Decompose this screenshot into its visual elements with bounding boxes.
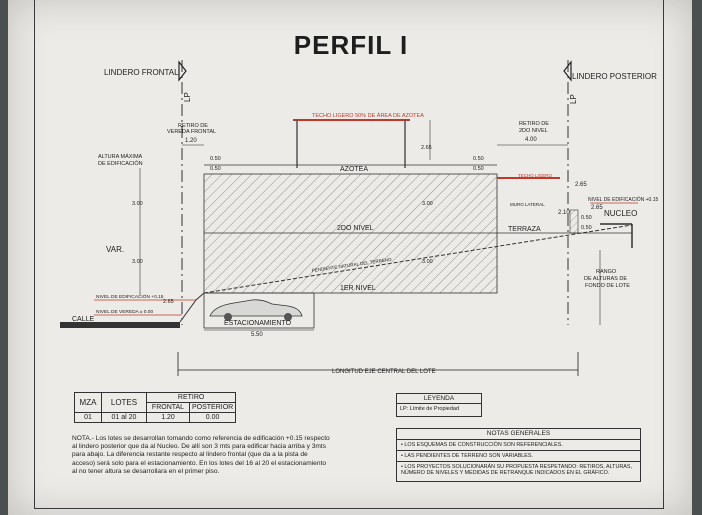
terraza-label: TERRAZA [508,226,541,233]
longitud-label: LONGITUD EJE CENTRAL DEL LOTE [332,369,436,375]
dim-050-a: 0.50 [210,156,221,162]
primer-nivel-label: 1ER NIVEL [340,285,376,292]
muro-lateral-label: MURO LATERAL [510,202,545,207]
rango-label-2: DE ALTURAS DE [584,276,627,282]
dim-050-e: 0.50 [581,215,592,221]
dim-265-b: 2.65 [575,182,587,188]
drawing-frame [34,0,664,509]
nivel-edif-right-label: NIVEL DE EDIFICACIÓN +0.15 [588,196,658,203]
building-body [203,173,498,294]
lp-rear-label: LP [569,94,578,104]
car-wheel-icon [224,313,232,321]
notas-generales-box: NOTAS GENERALES • LOS ESQUEMAS DE CONSTR… [396,428,641,482]
retiro-vereda-label-2: VEREDA FRONTAL [167,129,216,135]
techo-ligero-label: TECHO LIGERO 50% DE ÁREA DE AZOTEA [312,112,424,119]
street-slab [60,322,180,328]
dim-050-c: 0.50 [473,156,484,162]
dim-300-left-b: 3.00 [132,259,143,265]
notas-generales-title: NOTAS GENERALES [486,430,551,437]
dim-300-left-a: 3.00 [132,201,143,207]
nota-text: NOTA.- Los lotes se desarrollan tomando … [72,435,330,475]
leyenda-box: LEYENDA LP: Límite de Propiedad [396,393,482,417]
table-cell-posterior: 0.00 [188,412,237,423]
table-header-mza: MZA [74,392,102,413]
leyenda-title: LEYENDA [397,394,481,404]
table-header-retiro: RETIRO [145,392,237,403]
retiro-table: MZA LOTES RETIRO FRONTAL POSTERIOR 01 01… [74,392,237,423]
retiro-vereda-value: 1.20 [185,138,197,144]
lindero-frontal-arrow-icon [178,60,187,82]
rango-label-3: FONDO DE LOTE [585,283,630,289]
lindero-posterior-arrow-icon [563,60,572,82]
table-subheader-frontal: FRONTAL [146,402,190,413]
calle-label: CALLE [72,316,95,323]
table-subheader-posterior: POSTERIOR [188,402,237,413]
azotea-label: AZOTEA [340,166,368,173]
dim-265-a: 2.65 [421,145,432,151]
estacionamiento-label: ESTACIONAMIENTO [224,320,292,327]
lp-front-label: LP [183,92,192,102]
table-header-lotes: LOTES [101,392,147,413]
dim-050-d: 0.50 [473,166,484,172]
segundo-nivel-label: 2DO NIVEL [337,225,374,232]
dim-050-b: 0.50 [210,166,221,172]
estac-value: 5.50 [251,332,263,338]
car-icon [209,299,303,317]
dim-210: 2.10 [558,210,570,216]
table-cell-mza: 01 [74,412,102,423]
terrain-slope-line [203,224,633,294]
nucleo-label: NUCLEO [604,209,637,218]
notas-item: • LOS ESQUEMAS DE CONSTRUCCIÓN SON REFER… [397,439,640,450]
retiro-vereda-label-1: RETIRO DE [178,123,208,129]
nivel-vereda-label: NIVEL DE VEREDA ± 0.00 [96,309,153,315]
retiro-2do-label-1: RETIRO DE [519,121,549,127]
notas-item: • LOS PROYECTOS SOLUCIONARÁN SU PROPUEST… [397,461,640,478]
lindero-frontal-label: LINDERO FRONTAL [104,68,179,77]
dim-265-left: 2.65 [163,299,174,305]
notas-item: • LAS PENDIENTES DE TERRENO SON VARIABLE… [397,450,640,461]
table-cell-lotes: 01 al 20 [101,412,147,423]
leyenda-item: LP: Límite de Propiedad [400,406,460,412]
parking-area [203,292,315,329]
muro-lateral [569,209,579,234]
techo-ligero-2-label: TECHO LIGERO [518,173,553,178]
dim-050-f: 0.50 [581,225,592,231]
lindero-posterior-label: LINDERO POSTERIOR [572,72,657,81]
car-wheel-icon [284,313,292,321]
nivel-edif-left-label: NIVEL DE EDIFICACIÓN +0.15 [96,293,164,300]
dim-300-c: 3.00 [422,201,433,207]
retiro-2do-label-2: 2DO NIVEL [519,128,548,134]
rango-label-1: RANGO [596,269,617,275]
page-title: PERFIL I [293,30,409,60]
table-cell-frontal: 1.20 [146,412,190,423]
var-label: VAR. [106,245,124,254]
dim-265-c: 2.65 [591,205,603,211]
altura-maxima-label-1: ALTURA MÁXIMA [98,153,143,160]
dim-300-d: 3.00 [422,259,433,265]
retiro-2do-value: 4.00 [525,137,537,143]
altura-maxima-label-2: DE EDIFICACIÓN [98,160,143,167]
